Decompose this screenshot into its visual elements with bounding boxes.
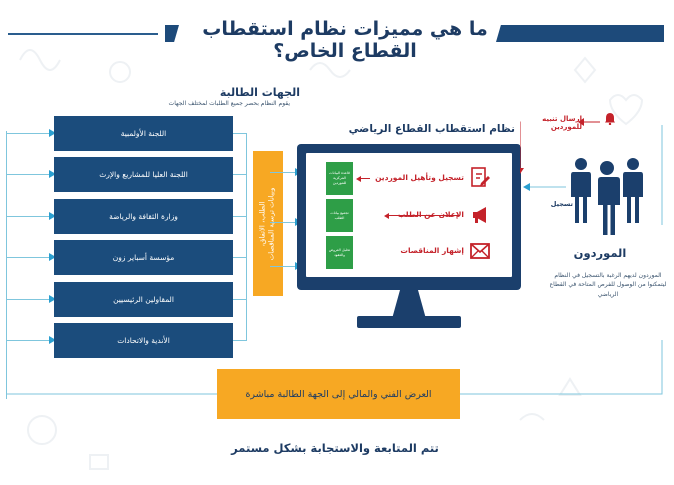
arrow-to-platform-3 (270, 262, 302, 270)
offer-to-requester-box: العرض الفني والمالي إلى الجهة الطالبة مب… (217, 369, 460, 419)
requester-main-contractors: المقاولين الرئيسيين (54, 282, 233, 317)
connector-5 (233, 299, 246, 300)
green-item-supplier-database: قاعدة البيانات المركزية للموردين (326, 162, 353, 195)
requesters-subtitle: يقوم النظام بحصر جميع الطلبات لمختلف الج… (168, 100, 290, 107)
bottom-flow-lines (6, 340, 663, 395)
continuous-follow-up-note: تتم المتابعة والاستجابة بشكل مستمر (231, 441, 439, 455)
requester-aspire-zone: مؤسسة أسباير زون (54, 240, 233, 275)
header: ما هي مميزات نظام استقطاب القطاع الخاص؟ (0, 12, 674, 62)
bell-icon (605, 113, 615, 125)
connector-6 (233, 340, 246, 341)
arrow-requester-1 (6, 129, 56, 137)
title-right-bar (510, 25, 664, 42)
arrow-requester-4 (6, 253, 56, 261)
green-item-request-data: تجميع بيانات الطلب (326, 199, 353, 232)
arrow-requester-2 (6, 170, 56, 178)
red-label-supplier-registration: تسجيل وتأهيل الموردين (375, 173, 464, 182)
envelope-icon (470, 243, 490, 259)
arrow-requester-5 (6, 295, 56, 303)
monitor-screen: قاعدة البيانات المركزية للموردين تجميع ب… (306, 153, 512, 277)
suppliers-title: الموردون (573, 246, 627, 260)
suppliers-people-icon (571, 158, 643, 235)
requester-ministry-culture-sports: وزارة الثقافة والرياضة (54, 199, 233, 234)
red-label-request-announcement: الإعلان عن الطلب (397, 210, 464, 219)
supplier-flow-lines (520, 118, 663, 225)
red-arrow-2 (384, 212, 460, 219)
right-connector-line (246, 133, 247, 341)
notify-suppliers-label: ارسال تنبيه للموردين (542, 115, 582, 131)
requester-supreme-committee: اللجنة العليا للمشاريع والإرث (54, 157, 233, 192)
request-data-box: الطلب، الاتفاق، وبيانات ترسية المناقصات (253, 151, 283, 296)
arrow-requester-6 (6, 336, 56, 344)
red-label-tenders-publication: إشهار المناقصات (400, 246, 464, 255)
register-label: تسجيل (550, 200, 573, 208)
green-item-offers-analysis: تحليل العروض والعقود (326, 236, 353, 269)
page-title: ما هي مميزات نظام استقطاب القطاع الخاص؟ (202, 18, 488, 62)
requesters-title: الجهات الطالبة (219, 86, 300, 99)
request-data-text: الطلب، الاتفاق، وبيانات ترسية المناقصات (259, 154, 278, 294)
connector-1 (233, 133, 246, 134)
arrow-to-platform-1 (270, 168, 302, 176)
requester-clubs-federations: الأندية والاتحادات (54, 323, 233, 358)
megaphone-icon (473, 207, 486, 223)
suppliers-description: الموردون لديهم الرغبة بالتسجيل في النظام… (549, 272, 667, 298)
requester-olympic-committee: اللجنة الأولمبية (54, 116, 233, 151)
title-left-line (8, 33, 158, 35)
platform-title: نظام استقطاب القطاع الرياضي (348, 123, 515, 135)
edit-document-icon (471, 167, 490, 187)
request-data-line-1: الطلب، الاتفاق، (258, 201, 267, 246)
red-arrow-1 (356, 175, 370, 182)
title-left-accent (165, 25, 179, 42)
request-data-line-2: وبيانات ترسية المناقصات (268, 187, 276, 260)
monitor: قاعدة البيانات المركزية للموردين تجميع ب… (297, 144, 521, 290)
arrow-to-platform-2 (270, 218, 302, 226)
connector-2 (233, 174, 246, 175)
monitor-base (357, 316, 461, 328)
connector-4 (233, 257, 246, 258)
left-connector-line (6, 131, 7, 399)
connector-3 (233, 216, 246, 217)
arrow-requester-3 (6, 212, 56, 220)
